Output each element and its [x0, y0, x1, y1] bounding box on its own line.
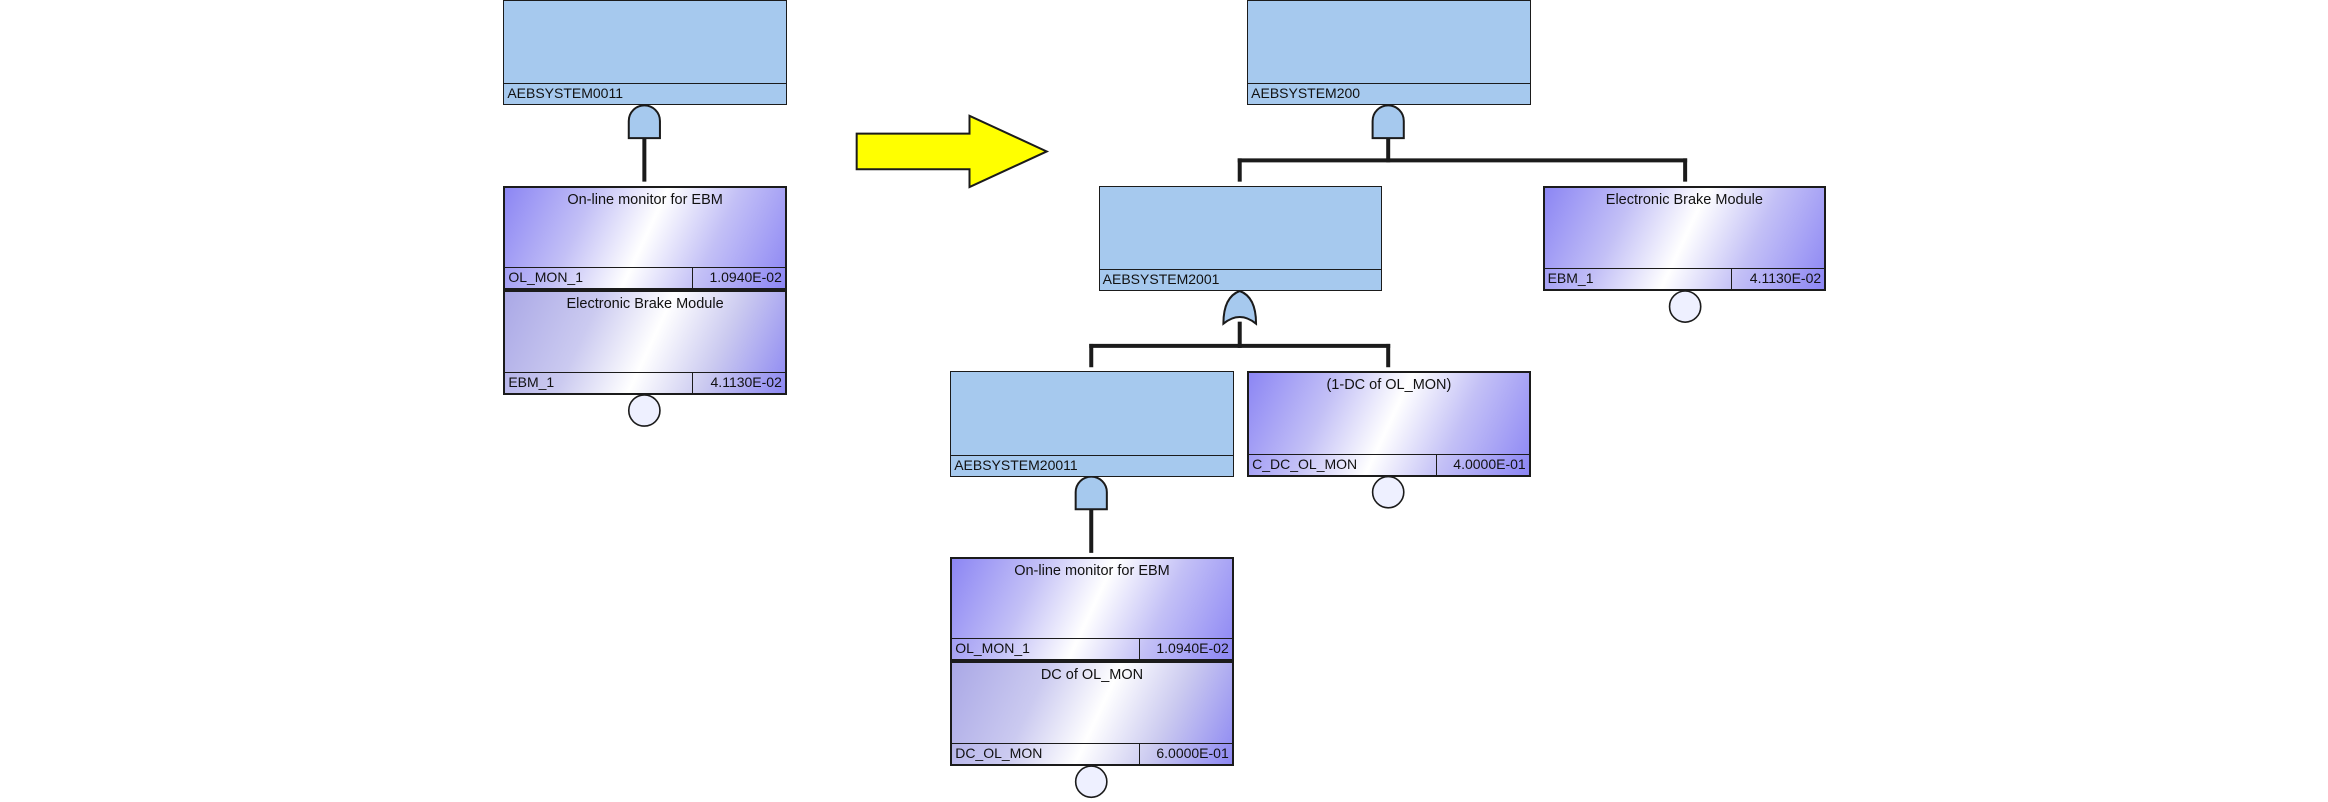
- event-id: C_DC_OL_MON: [1249, 453, 1437, 475]
- gate-id: AEBSYSTEM0011: [504, 83, 786, 104]
- basic-event-circle-icon: [627, 394, 661, 427]
- and-gate-icon: [1074, 476, 1108, 511]
- event-description: On-line monitor for EBM: [1014, 562, 1170, 579]
- gate-box-aebsystem200[interactable]: AEBSYSTEM200: [1247, 0, 1531, 106]
- event-id: EBM_1: [505, 371, 693, 393]
- event-id: DC_OL_MON: [952, 743, 1140, 765]
- event-id: OL_MON_1: [952, 637, 1140, 659]
- basic-event-circle-icon: [1371, 475, 1405, 509]
- and-gate-icon: [627, 104, 661, 140]
- event-id: EBM_1: [1544, 267, 1733, 289]
- event-probability: 6.0000E-01: [1139, 743, 1232, 764]
- event-id: OL_MON_1: [505, 266, 693, 288]
- basic-event-circle-icon: [1668, 290, 1702, 323]
- gate-box-aebsystem0011[interactable]: AEBSYSTEM0011: [503, 0, 787, 106]
- event-probability: 4.1130E-02: [692, 371, 785, 393]
- event-probability: 4.1130E-02: [1732, 267, 1825, 289]
- event-probability: 1.0940E-02: [692, 266, 785, 288]
- and-gate-icon: [1371, 104, 1405, 140]
- gate-id: AEBSYSTEM200: [1248, 83, 1530, 104]
- gate-id: AEBSYSTEM2001: [1099, 268, 1382, 290]
- gate-box-aebsystem20011[interactable]: AEBSYSTEM20011: [950, 371, 1234, 477]
- event-probability: 1.0940E-02: [1139, 637, 1232, 659]
- event-description: Electronic Brake Module: [1605, 191, 1763, 208]
- basic-event-circle-icon: [1074, 765, 1108, 799]
- right-arrow-icon: [855, 114, 1050, 189]
- event-description: (1-DC of OL_MON): [1326, 377, 1452, 394]
- gate-box-aebsystem2001[interactable]: AEBSYSTEM2001: [1098, 185, 1383, 291]
- event-description: DC of OL_MON: [1040, 666, 1144, 683]
- event-probability: 4.0000E-01: [1436, 453, 1529, 475]
- event-description: On-line monitor for EBM: [567, 191, 723, 208]
- gate-id: AEBSYSTEM20011: [951, 454, 1233, 476]
- event-description: Electronic Brake Module: [566, 295, 724, 312]
- or-gate-icon: [1222, 289, 1258, 326]
